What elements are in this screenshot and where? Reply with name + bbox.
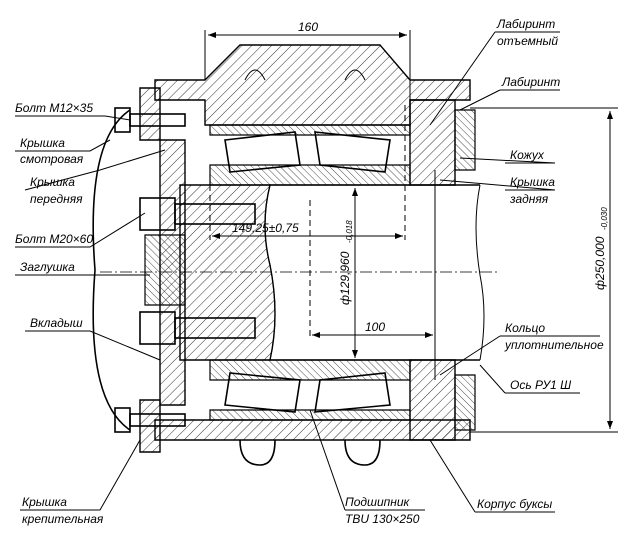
dim-bore-tol: -0,018: [345, 220, 354, 243]
label-housing: Корпус буксы: [477, 497, 552, 511]
label-cover-fix-1: Крышка: [22, 495, 67, 509]
label-labyrinth-rem-1: Лабиринт: [496, 17, 555, 31]
label-cover-rear-2: задняя: [509, 192, 549, 206]
label-axle: Ось РУ1 Ш: [510, 378, 572, 392]
labels: Болт М12×35 Крышка смотровая Крышка пере…: [15, 17, 604, 526]
dim-outer-tol: -0,030: [600, 207, 609, 230]
dim-149: 149,25±0,75: [232, 221, 299, 235]
label-bolt-m20: Болт М20×60: [15, 232, 93, 246]
label-plug: Заглушка: [20, 260, 75, 274]
label-bearing-2: TBU 130×250: [345, 512, 420, 526]
label-casing: Кожух: [510, 148, 545, 162]
label-cover-front-1: Крышка: [30, 175, 75, 189]
label-labyrinth: Лабиринт: [501, 75, 560, 89]
dimension-lines: [204, 30, 618, 433]
label-liner: Вкладыш: [30, 316, 83, 330]
label-bearing-1: Подшипник: [345, 495, 411, 509]
label-cover-inspect-1: Крышка: [20, 136, 65, 150]
rear-cover: [409, 99, 476, 441]
label-labyrinth-rem-2: отъемный: [497, 34, 558, 48]
label-cover-inspect-2: смотровая: [20, 152, 84, 166]
bearing-top: [209, 124, 411, 186]
label-cover-fix-2: крепительная: [22, 512, 104, 526]
axle: [179, 184, 485, 361]
axlebox-housing: [139, 44, 471, 466]
dim-outer: ф250,000: [593, 236, 607, 290]
label-bolt-m12: Болт М12×35: [15, 101, 93, 115]
label-cover-rear-1: Крышка: [510, 175, 555, 189]
label-ring-1: Кольцо: [505, 321, 545, 335]
dim-160: 160: [298, 20, 318, 34]
label-ring-2: уплотнительное: [504, 338, 604, 352]
label-cover-front-2: передняя: [30, 192, 83, 206]
leader-lines: [15, 31, 600, 513]
dim-bore: ф129,960: [338, 251, 352, 305]
dim-100: 100: [365, 320, 385, 334]
